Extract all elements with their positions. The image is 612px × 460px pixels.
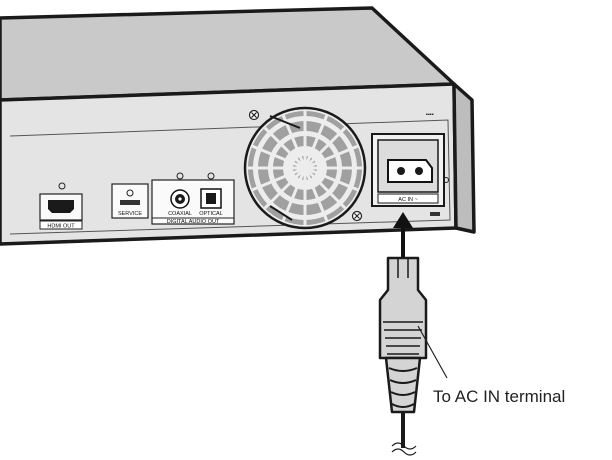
hdmi-connector-icon [48,200,74,213]
digital-audio-out-label: DIGITAL AUDIO OUT [167,219,220,225]
ac-in-callout-label: To AC IN terminal [433,387,566,406]
plug-grip-ribs [383,321,423,355]
hdmi-out-port: HDMI OUT [39,182,83,230]
optical-label: OPTICAL [199,211,223,217]
digital-audio-out-group: COAXIAL OPTICAL DIGITAL AUDIO OUT [151,172,235,225]
service-label: SERVICE [118,211,142,217]
cord-strain-relief [384,356,422,414]
rear-panel-inner-outline [9,119,451,235]
coaxial-label: COAXIAL [168,211,192,217]
ac-socket-icon [387,159,433,183]
power-cord [378,212,448,456]
model-label-small: ▪▪▪▪ [426,112,434,118]
ac-in-socket: AC IN ~ [371,133,449,216]
usb-connector-icon [120,200,140,205]
ac-in-label: AC IN ~ [398,197,417,203]
coaxial-jack [170,189,190,209]
device-side-panel [452,82,476,234]
hdmi-out-label: HDMI OUT [47,224,75,230]
service-port: SERVICE [111,183,149,219]
fan-screw-icon [248,109,363,222]
optical-jack [200,188,222,209]
callout-leader-line [417,325,448,379]
fan-grille [248,111,362,225]
cooling-fan [243,106,367,230]
insertion-arrow-icon [393,212,413,228]
power-plug-head [378,256,428,360]
